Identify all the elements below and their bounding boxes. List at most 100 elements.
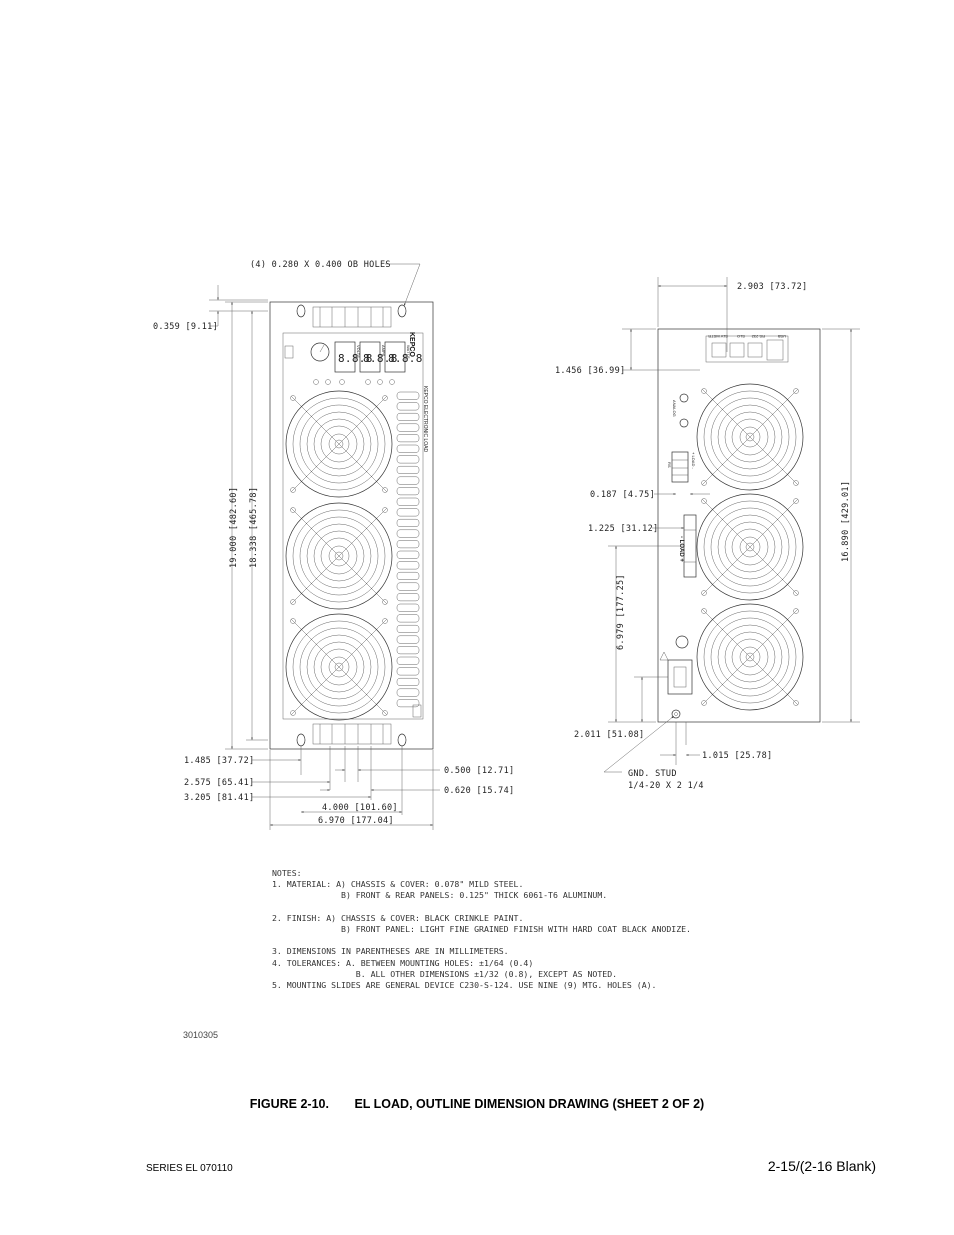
dim-1456: 1.456 [36.99] <box>555 366 625 376</box>
usb-label: USB <box>777 334 786 339</box>
load-small-label: + LOAD - <box>691 452 696 469</box>
dim-2011: 2.011 [51.08] <box>574 730 644 740</box>
dim-1015: 1.015 [25.78] <box>702 751 772 761</box>
note-line: B) FRONT & REAR PANELS: 0.125" THICK 606… <box>272 890 608 901</box>
mounting-hole <box>397 304 407 318</box>
dim-0359: 0.359 [9.11] <box>153 322 218 332</box>
drawing-number: 3010305 <box>183 1030 219 1040</box>
vent-slot <box>396 635 420 644</box>
volts-meter <box>334 341 356 373</box>
vent-slot <box>396 667 420 676</box>
dim-16890: 16.890 [429.01] <box>841 481 851 562</box>
vent-slot <box>396 497 420 506</box>
note-line: 3. DIMENSIONS IN PARENTHESES ARE IN MILL… <box>272 946 509 957</box>
amps-meter <box>359 341 381 373</box>
slo-label: SLO <box>737 334 745 339</box>
vent-slot <box>396 412 420 421</box>
front-fan-bottom <box>285 613 393 721</box>
watts-label: WATTS <box>406 345 411 359</box>
fuse-holder <box>675 635 689 649</box>
amps-label: AMPS <box>381 345 386 357</box>
rear-fan-middle <box>696 493 804 601</box>
dim-6970: 6.970 [177.04] <box>318 816 394 826</box>
front-view: 8.8.8 8.8.8 8.8.8 KEPCO KEPCO ELECTRONIC… <box>153 260 514 830</box>
rear-fan-top <box>696 383 804 491</box>
vent-slot <box>396 508 420 517</box>
dim-19000: 19.000 [482.60] <box>229 487 239 568</box>
note-line: B. ALL OTHER DIMENSIONS ±1/32 (0.8), EXC… <box>272 968 618 979</box>
connector-block <box>705 335 789 363</box>
note-line: 4. TOLERANCES: A. BETWEEN MOUNTING HOLES… <box>272 957 534 968</box>
svg-text:8.8.8: 8.8.8 <box>363 352 398 365</box>
note-line: 1. MATERIAL: A) CHASSIS & COVER: 0.078" … <box>272 879 524 890</box>
rs-label: RS <box>667 462 672 468</box>
vent-slot <box>396 550 420 559</box>
holes-callout: (4) 0.280 X 0.400 OB HOLES <box>250 260 391 270</box>
vent-slot <box>396 391 420 400</box>
mounting-hole <box>296 733 306 747</box>
volts-label: VOLTS <box>356 345 361 358</box>
panel-product-label: KEPCO ELECTRONIC LOAD <box>422 386 428 453</box>
front-fan-top <box>285 390 393 498</box>
note-line: 2. FINISH: A) CHASSIS & COVER: BLACK CRI… <box>272 912 524 923</box>
load-terminal-bar <box>683 514 697 578</box>
vent-slot <box>396 614 420 623</box>
vent-slot <box>396 582 420 591</box>
svg-text:8.8.8: 8.8.8 <box>388 352 423 365</box>
watts-meter <box>384 341 406 373</box>
gnd-stud <box>671 709 681 719</box>
svg-text:8.8.8: 8.8.8 <box>338 352 373 365</box>
rear-view: USB RS 232 SLO SLV MSTR ANALOG RS + LOAD… <box>555 277 860 791</box>
vent-slot <box>396 434 420 443</box>
notes-block: NOTES: 1. MATERIAL: A) CHASSIS & COVER: … <box>272 868 691 991</box>
dim-1225: 1.225 [31.12] <box>588 524 658 534</box>
figure-caption: FIGURE 2-10. EL LOAD, OUTLINE DIMENSION … <box>0 1097 954 1111</box>
dim-1485: 1.485 [37.72] <box>184 756 254 766</box>
note-line <box>272 902 691 913</box>
notes-heading: NOTES: <box>272 868 302 878</box>
slv-mstr-label: SLV MSTR <box>708 334 728 339</box>
vent-slot <box>396 444 420 453</box>
dim-2575: 2.575 [65.41] <box>184 778 254 788</box>
dim-0187: 0.187 [4.75] <box>590 490 655 500</box>
figure-title: EL LOAD, OUTLINE DIMENSION DRAWING (SHEE… <box>354 1097 705 1111</box>
load-terminal-label: - LOAD + <box>678 536 684 562</box>
note-line: B) FRONT PANEL: LIGHT FINE GRAINED FINIS… <box>272 924 691 935</box>
vent-slot <box>396 540 420 549</box>
dim-0500: 0.500 [12.71] <box>444 766 514 776</box>
vent-slot <box>396 656 420 665</box>
vent-slot <box>396 487 420 496</box>
gnd-stud-size: 1/4-20 X 2 1/4 <box>628 781 704 791</box>
vent-slot <box>396 518 420 527</box>
sense-terminal <box>671 451 689 483</box>
vent-slot <box>396 646 420 655</box>
vent-slot <box>396 529 420 538</box>
note-line <box>272 935 691 946</box>
vent-slot <box>396 476 420 485</box>
vent-slot <box>396 423 420 432</box>
vent-slot <box>396 561 420 570</box>
dim-0620: 0.620 [15.74] <box>444 786 514 796</box>
vent-slots <box>396 391 420 708</box>
gnd-stud-callout: GND. STUD <box>628 769 677 779</box>
dim-3205: 3.205 [81.41] <box>184 793 254 803</box>
dim-4000: 4.000 [101.60] <box>322 803 398 813</box>
rear-panel-outline <box>657 328 821 723</box>
analog-connector <box>679 393 689 403</box>
footer-series: SERIES EL 070110 <box>146 1163 233 1174</box>
vent-slot <box>396 593 420 602</box>
front-panel-outline <box>269 301 434 750</box>
vent-slot <box>396 465 420 474</box>
dim-2903: 2.903 [73.72] <box>737 282 807 292</box>
ac-inlet <box>667 659 693 695</box>
dim-6979: 6.979 [177.25] <box>616 574 626 650</box>
mounting-hole <box>397 733 407 747</box>
vent-slot <box>396 603 420 612</box>
vent-slot <box>396 677 420 686</box>
vent-slot <box>396 402 420 411</box>
vent-slot <box>396 624 420 633</box>
analog-label: ANALOG <box>672 400 677 417</box>
power-switch <box>284 345 294 359</box>
front-fan-middle <box>285 502 393 610</box>
